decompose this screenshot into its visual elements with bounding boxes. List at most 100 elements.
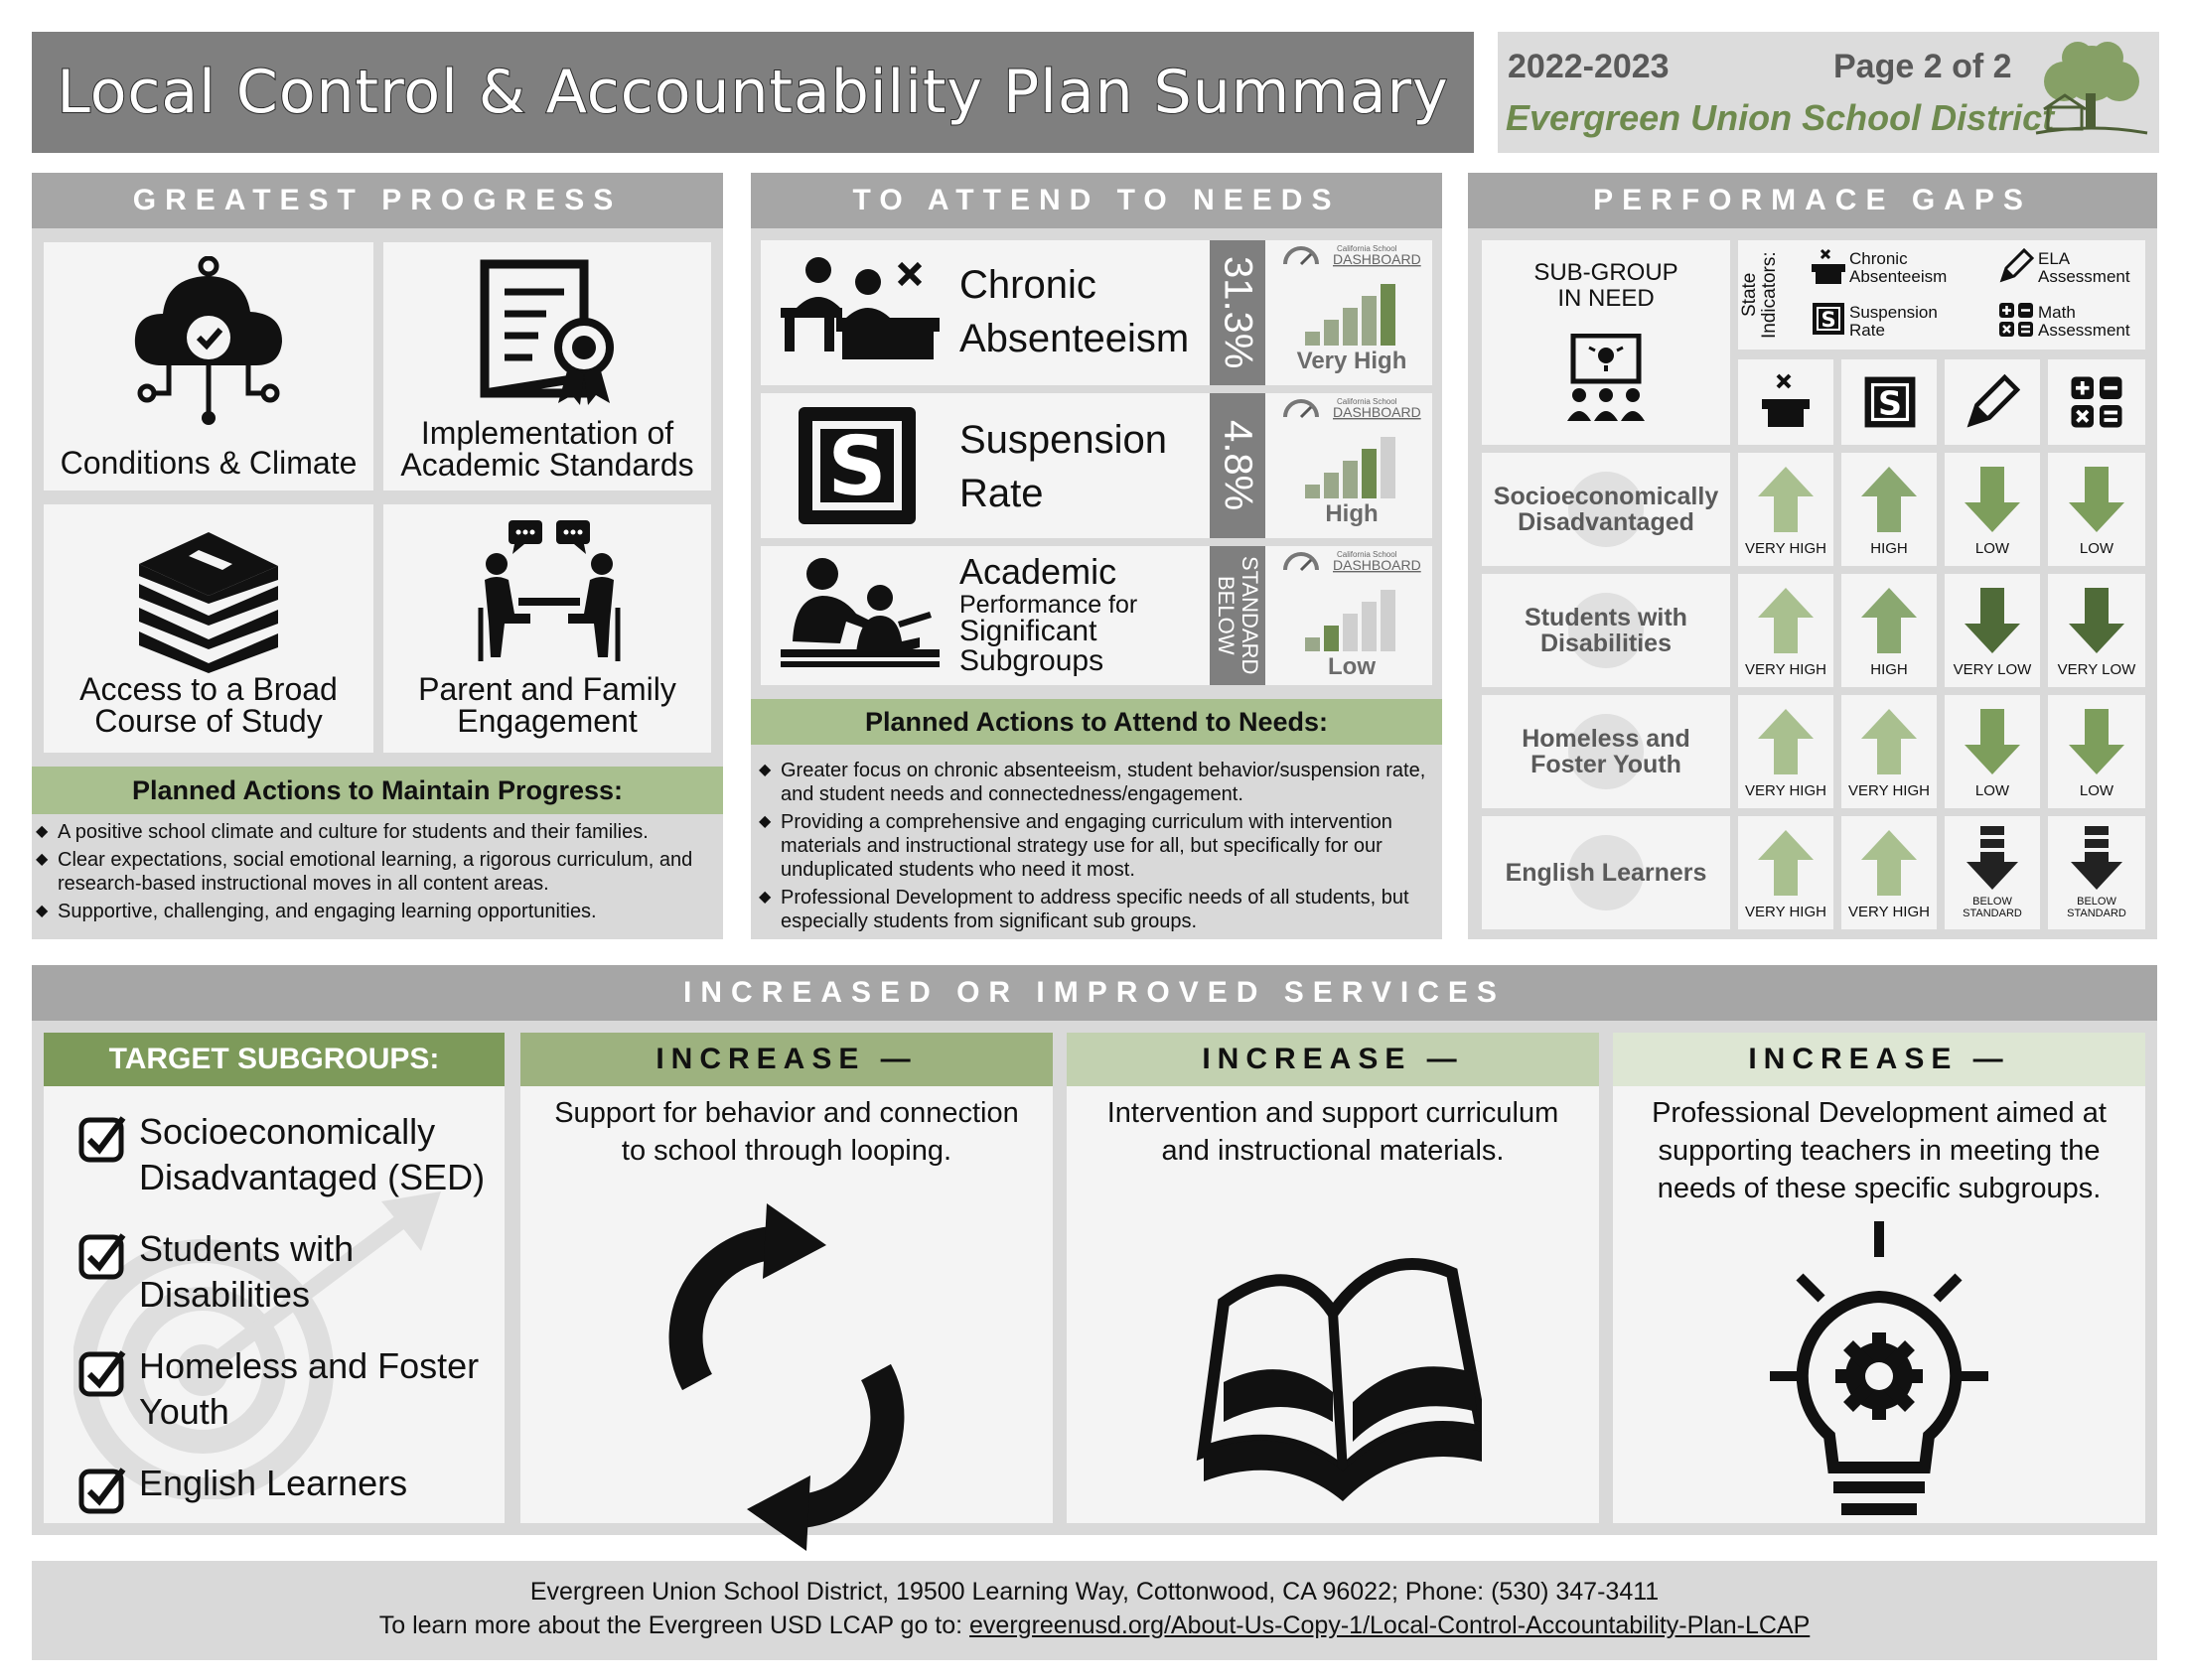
dashboard-bar [1362, 296, 1377, 346]
performance-level: High [1325, 500, 1379, 527]
title-banner: Local Control & Accountability Plan Summ… [32, 32, 1474, 153]
subgroup-name: Disadvantaged [1518, 508, 1694, 536]
target-subgroup-label: Homeless and Foster [139, 1345, 480, 1386]
gap-indicator-cell: HIGH [1841, 574, 1937, 687]
list-item: Greater focus on chronic absenteeism, st… [759, 759, 1438, 806]
need-value-bar: 4.8% [1210, 393, 1265, 538]
need-title-line: Subgroups [959, 644, 1104, 677]
gap-indicator-cell: VERY HIGH [1738, 453, 1833, 566]
arrow-down-icon [1965, 467, 2020, 532]
gap-indicator-cell: HIGH [1841, 453, 1937, 566]
dashboard-bar [1381, 437, 1395, 498]
arrow-up-icon [1861, 467, 1917, 532]
target-subgroup-label: English Learners [139, 1463, 408, 1503]
arrow-down-icon [1965, 588, 2020, 653]
arrow-up-icon [1861, 830, 1917, 896]
need-title-line: Academic [959, 551, 1117, 592]
arrow-up-icon [1758, 588, 1814, 653]
gap-indicator-cell: LOW [1945, 453, 2040, 566]
increase-description: Support for behavior and connection to s… [554, 1097, 1019, 1167]
state-indicators-legend: State Indicators: Chronic Absenteeism EL… [1738, 240, 2145, 350]
presentation-group-icon [1567, 334, 1645, 421]
maintain-progress-list: A positive school climate and culture fo… [36, 820, 721, 927]
need-suspension-rate: S Suspension Rate 4.8% [761, 393, 1432, 538]
progress-card-label: Implementation of Academic Standards [400, 415, 694, 483]
lightbulb-gear-icon [1770, 1221, 1988, 1515]
dashboard-label: DASHBOARD [1333, 251, 1421, 267]
dollar-watermark-icon [1568, 472, 1644, 547]
subgroup-heading: SUB-GROUP [1533, 259, 1678, 286]
list-item: A positive school climate and culture fo… [36, 820, 721, 844]
gap-level-label: LOW [2079, 782, 2114, 799]
need-title-line: Performance for [959, 591, 1138, 619]
math-symbols-icon [2071, 376, 2122, 428]
gap-level-label: LOW [1974, 540, 2010, 557]
legend-label: Assessment [2038, 267, 2130, 286]
dashboard-label-top: California School [1337, 244, 1397, 253]
maintain-progress-heading: Planned Actions to Maintain Progress: [32, 767, 723, 814]
certificate-icon [480, 259, 614, 405]
need-title-line: Significant [959, 615, 1097, 647]
performance-gaps-heading: PERFORMACE GAPS [1468, 173, 2157, 228]
dashboard-bar [1362, 602, 1377, 651]
increase-service-card: INCREASE —Professional Development aimed… [1613, 1033, 2145, 1523]
list-item: Professional Development to address spec… [759, 886, 1438, 933]
desk-x-icon [1762, 373, 1810, 427]
attend-needs-heading: TO ATTEND TO NEEDS [751, 173, 1442, 228]
arrow-down-icon [1965, 709, 2020, 774]
need-value: 31.3% [1216, 256, 1260, 369]
dashboard-bar [1305, 637, 1320, 651]
subgroup-name: English Learners [1505, 859, 1707, 887]
need-value-bar: BELOW STANDARD [1210, 546, 1265, 685]
gap-level-label: BELOW [1972, 896, 2012, 908]
math-symbols-icon [1999, 303, 2033, 337]
gap-level-label: STANDARD [2067, 908, 2126, 919]
gap-indicator-cell: VERY HIGH [1738, 816, 1833, 929]
need-title-line: Chronic [959, 263, 1096, 307]
need-chronic-absenteeism: Chronic Absenteeism 31.3% [761, 240, 1432, 385]
subgroup-name: Disabilities [1540, 630, 1672, 657]
increase-service-card: INCREASE —Intervention and support curri… [1067, 1033, 1599, 1523]
pencil-icon [1966, 373, 2020, 428]
progress-card-conditions: Conditions & Climate [44, 242, 373, 490]
cloud-check-icon [134, 256, 282, 425]
checkbox-checked-icon [78, 1468, 126, 1514]
indicator-col-ela [1945, 359, 2040, 445]
lcap-link[interactable]: evergreenusd.org/About-Us-Copy-1/Local-C… [969, 1611, 1811, 1639]
page-title: Local Control & Accountability Plan Summ… [56, 57, 1449, 128]
progress-card-label: Access to a Broad Course of Study [79, 671, 338, 739]
indicator-col-math [2048, 359, 2145, 445]
gap-indicator-cell: VERY LOW [1945, 574, 2040, 687]
dashboard-bar [1305, 332, 1320, 346]
teaching-student-icon [781, 558, 940, 667]
legend-label: Suspension [1849, 303, 1938, 322]
target-subgroup-label: Disadvantaged (SED) [139, 1157, 486, 1197]
arrow-down-icon [2069, 467, 2124, 532]
subgroup-name: Students with [1525, 604, 1687, 631]
page-number: Page 2 of 2 [1833, 48, 2012, 85]
svg-text:S: S [1821, 308, 1835, 332]
increase-heading: INCREASE — [520, 1033, 1053, 1086]
gap-level-label: VERY HIGH [1745, 782, 1826, 799]
arrow-down-icon [2069, 588, 2124, 653]
progress-card-broad-course: Access to a Broad Course of Study [44, 504, 373, 753]
books-stack-icon [139, 532, 278, 673]
gap-indicator-cell: VERY HIGH [1738, 574, 1833, 687]
footer: Evergreen Union School District, 19500 L… [32, 1561, 2157, 1660]
dashboard-bar [1362, 449, 1377, 498]
dashboard-bar [1381, 590, 1395, 651]
gap-level-label: VERY HIGH [1745, 661, 1826, 678]
need-academic-performance: Academic Performance for Significant Sub… [761, 546, 1432, 685]
legend-label: Rate [1849, 321, 1885, 340]
tree-logo-icon [2035, 42, 2148, 135]
arrow-down-bars-icon [2071, 826, 2122, 890]
school-year: 2022-2023 [1508, 48, 1670, 85]
dashboard-bar [1343, 461, 1358, 498]
cycle-arrows-icon [668, 1203, 905, 1551]
progress-card-label: Parent and Family Engagement [418, 671, 676, 739]
